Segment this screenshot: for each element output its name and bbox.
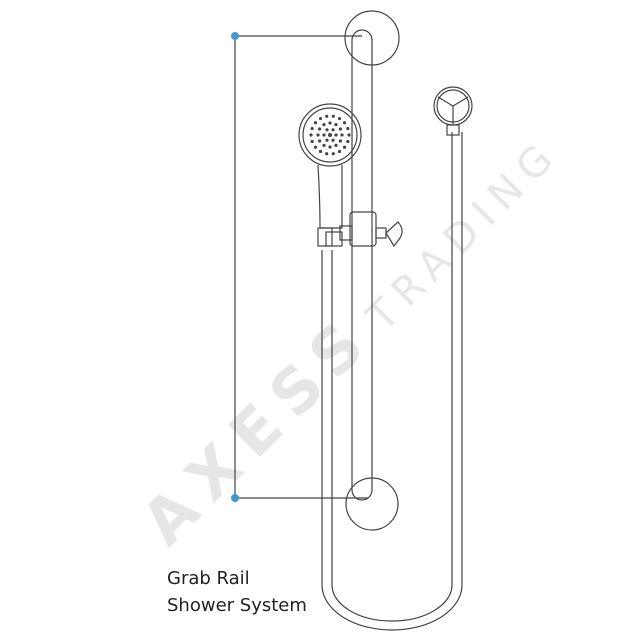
nozzle-dot [334,143,338,147]
nozzle-dot [322,143,326,147]
nozzle-dot [318,139,322,143]
nozzle-dot [322,123,326,127]
nozzle-dot [338,139,342,143]
product-caption: Grab Rail Shower System [167,565,307,619]
grab-rail [351,29,373,501]
nozzle-dot [340,133,344,137]
nozzle-dot [334,133,338,137]
caption-line-1: Grab Rail [167,568,250,589]
nozzle-dot [325,128,329,132]
nozzle-dot [347,133,351,137]
nozzle-dot [334,123,338,127]
nozzle-dot [331,114,335,118]
slider-knob [385,221,403,248]
nozzle-dot [310,126,314,131]
nozzle-dot [325,152,329,156]
caption-line-2: Shower System [167,595,307,616]
nozzle-dot [313,121,318,125]
nozzle-dot [342,145,347,149]
nozzle-dot [310,139,314,144]
dimension-line [231,32,368,502]
wall-outlet [433,86,473,136]
dimension-dot-bottom [231,494,239,502]
shower-hose [321,132,463,631]
nozzle-dot [337,116,342,121]
nozzle-dot [322,133,326,137]
nozzle-dot [331,128,335,132]
nozzle-dot [328,145,332,149]
nozzle-dot [346,139,350,144]
nozzle-dot [342,121,347,125]
hand-shower [298,103,362,247]
nozzle-dot [331,152,335,156]
nozzle-dot [337,149,342,154]
nozzle-dot [318,149,323,154]
nozzle-dot [346,126,350,131]
nozzle-dot [338,127,342,131]
nozzle-dot [316,133,320,137]
nozzle-dot [309,133,313,137]
nozzle-dot [331,138,335,142]
nozzle-dot [325,114,329,118]
nozzle-dot [328,133,332,137]
nozzle-dot [318,127,322,131]
nozzle-dot [313,145,318,149]
rail-slider [339,211,403,248]
nozzle-dot [325,138,329,142]
nozzle-dot [318,116,323,121]
nozzle-dot [328,121,332,125]
dimension-dot-top [231,32,239,40]
